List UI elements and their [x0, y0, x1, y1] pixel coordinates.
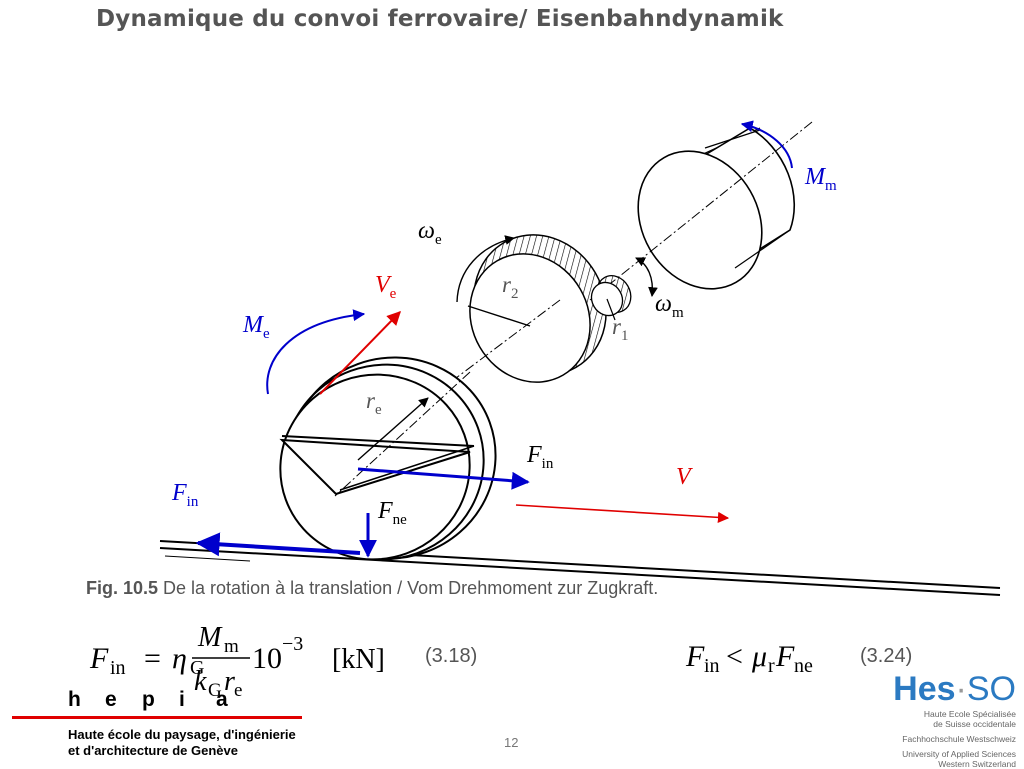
svg-text:F: F: [685, 640, 705, 673]
hes-line-1: Haute Ecole Spécialisée: [923, 709, 1016, 719]
svg-text:r: r: [224, 666, 235, 697]
label-Me: Me: [242, 312, 270, 342]
hepia-red-bar: [12, 716, 302, 719]
label-omega-m: ωm: [655, 291, 684, 321]
label-omega-e: ωe: [418, 218, 442, 248]
hes-line-2: de Suisse occidentale: [933, 719, 1016, 729]
equation-3-18: F in = η G M m k G r e 10 −3 [kN]: [89, 622, 385, 701]
svg-text:−3: −3: [282, 633, 303, 655]
label-r2: r2: [502, 272, 518, 302]
Fin-left-arrow: [195, 532, 361, 557]
hepia-line-2: et d'architecture de Genève: [68, 743, 238, 758]
equation-number-3-18: (3.18): [425, 645, 478, 667]
svg-text:r: r: [768, 655, 775, 677]
hes-line-4: University of Applied Sciences: [902, 749, 1016, 759]
label-Fin-right: Fin: [526, 442, 554, 472]
wheel: [279, 356, 497, 561]
hes-so-logo: Hes·SO Haute Ecole Spécialisée de Suisse…: [880, 672, 1016, 769]
svg-text:ne: ne: [794, 655, 813, 677]
hepia-letter: h: [68, 688, 81, 711]
label-Fne: Fne: [377, 498, 407, 528]
hepia-letter: i: [179, 688, 185, 711]
hes-line-5: Western Switzerland: [938, 759, 1016, 769]
hes-line-3: Fachhochschule Westschweiz: [902, 734, 1016, 744]
svg-text:m: m: [224, 636, 239, 657]
equation-number-3-24: (3.24): [860, 645, 913, 667]
Fin-right-arrow: [357, 467, 530, 490]
hepia-line-1: Haute école du paysage, d'ingénierie: [68, 727, 296, 742]
svg-text:in: in: [704, 655, 720, 677]
hepia-letter: p: [142, 688, 155, 711]
svg-text:G: G: [190, 657, 204, 679]
motor-cylinder: [637, 127, 796, 290]
hepia-letter: a: [216, 688, 228, 711]
svg-text:k: k: [194, 666, 207, 697]
svg-text:[kN]: [kN]: [332, 644, 385, 675]
svg-text:M: M: [197, 622, 223, 653]
motor-axis: [589, 121, 813, 301]
hepia-letter: e: [105, 688, 117, 711]
svg-text:η: η: [172, 642, 187, 675]
large-gear: [439, 234, 607, 391]
Mm-arrow: [740, 120, 793, 169]
figure-number: Fig. 10.5: [86, 578, 159, 598]
omega-m-arrow: [635, 257, 658, 297]
equation-3-24: F in < μ r F ne: [685, 640, 813, 677]
label-V: V: [676, 464, 693, 490]
page-number: 12: [504, 735, 519, 750]
svg-text:e: e: [234, 680, 242, 701]
omega-e-arrow: [456, 235, 515, 303]
hes-so-mark: Hes·SO: [893, 670, 1016, 708]
caption-text: De la rotation à la translation / Vom Dr…: [158, 578, 659, 598]
figure-caption: Fig. 10.5 De la rotation à la translatio…: [86, 578, 658, 599]
label-Fin-left: Fin: [171, 480, 199, 510]
Ve-arrow: [319, 310, 401, 395]
svg-text:in: in: [110, 657, 126, 679]
svg-text:<: <: [726, 640, 743, 673]
pinion: [590, 275, 632, 321]
label-r1: r1: [612, 314, 628, 344]
svg-text:μ: μ: [751, 640, 767, 673]
slide-title: Dynamique du convoi ferrovaire/ Eisenbah…: [96, 6, 784, 32]
V-arrow: [515, 504, 730, 523]
label-Ve: Ve: [375, 272, 397, 302]
Me-arrow: [266, 309, 366, 395]
label-re: re: [366, 388, 382, 418]
svg-text:=: =: [144, 642, 161, 675]
svg-text:G: G: [208, 680, 222, 701]
svg-text:F: F: [775, 640, 795, 673]
svg-text:10: 10: [252, 642, 282, 675]
label-Mm: Mm: [804, 164, 837, 194]
svg-text:F: F: [89, 642, 109, 675]
hepia-name: Haute école du paysage, d'ingénierie et …: [68, 727, 308, 759]
